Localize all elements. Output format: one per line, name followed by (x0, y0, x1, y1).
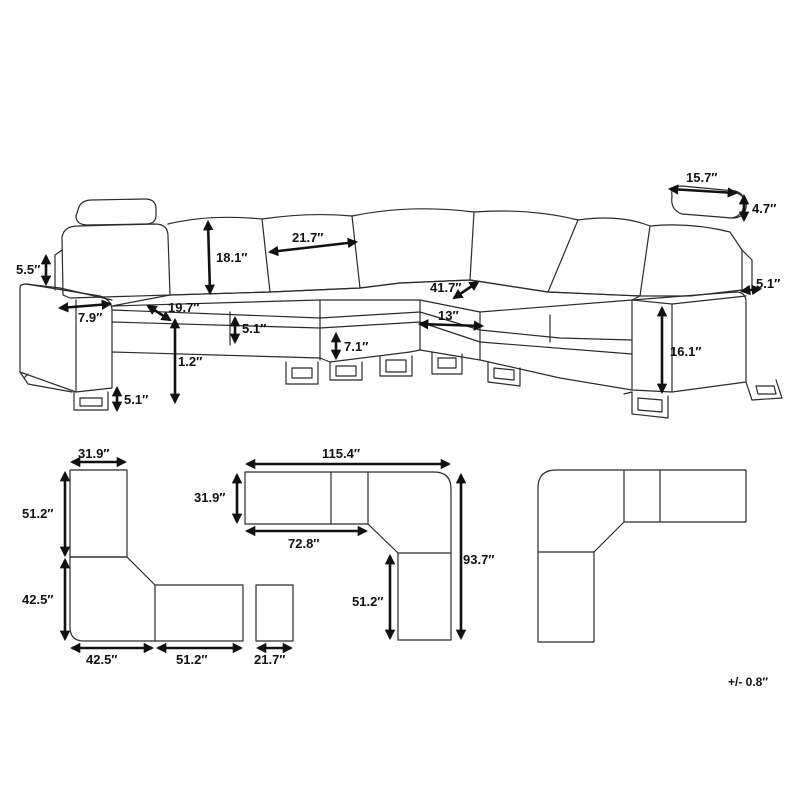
sofa-base (111, 349, 633, 391)
leg-4 (379, 355, 413, 377)
label-inner-run: 72.8″ (288, 536, 320, 551)
label-armrest-width: 7.9″ (78, 310, 102, 325)
plan-right-drawing (537, 469, 747, 643)
label-corner-bottom: 42.5″ (86, 652, 118, 667)
plan-left-ottoman (255, 584, 294, 642)
label-corner-front: 13″ (438, 308, 459, 323)
sofa-perspective-drawing (19, 185, 783, 419)
label-leg-height: 5.1″ (124, 392, 148, 407)
plan-middle-dimensions (231, 458, 467, 641)
right-armrest (631, 291, 747, 393)
plan-left-dimensions (59, 456, 294, 654)
label-middle-length: 51.2″ (176, 652, 208, 667)
label-side-clearance: 5.1″ (756, 276, 780, 291)
leg-8 (745, 379, 783, 401)
leg-7 (631, 391, 669, 419)
label-total-height: 93.7″ (463, 552, 495, 567)
back-cushion-corner (351, 208, 475, 289)
label-depth: 31.9″ (194, 490, 226, 505)
dim-side-clearance (739, 284, 763, 296)
label-ottoman-width: 21.7″ (254, 652, 286, 667)
leg-2 (285, 361, 319, 385)
dim-back-height (203, 219, 215, 296)
label-arm-height: 16.1″ (670, 344, 702, 359)
label-total-width: 115.4″ (322, 446, 360, 461)
perspective-labels: 15.7″ 4.7″ 5.1″ 16.1″ 18.1″ 21.7″ 41.7″ … (16, 170, 780, 407)
label-back-cushion-width: 21.7″ (292, 230, 324, 245)
label-arm-length: 51.2″ (22, 506, 54, 521)
dim-corner-front (417, 319, 485, 331)
plan-left-arm (69, 469, 128, 558)
plan-left-middle (154, 584, 244, 642)
label-back-height: 18.1″ (216, 250, 248, 265)
label-corner-side: 42.5″ (22, 592, 54, 607)
leg-6 (487, 361, 521, 387)
left-headrest (75, 198, 157, 226)
left-armrest (19, 283, 113, 393)
perspective-dimensions (40, 184, 763, 413)
leg-5 (431, 351, 463, 375)
dim-armrest-width (57, 299, 113, 313)
back-cushion-3 (261, 213, 361, 293)
label-leg-gap: 1.2″ (178, 354, 202, 369)
dim-back-cushion-width (267, 237, 359, 257)
dim-seat-depth (146, 304, 172, 322)
plan-right-outline (537, 469, 747, 643)
plan-middle-labels: 115.4″ 31.9″ 72.8″ 93.7″ 51.2″ (194, 446, 495, 609)
label-front-skirt: 7.1″ (344, 339, 368, 354)
plan-left-drawing (69, 469, 294, 642)
tolerance-note: +/- 0.8″ (728, 675, 768, 689)
plan-left-corner (69, 556, 156, 642)
dim-headrest-width (667, 184, 739, 198)
label-headrest-height: 4.7″ (752, 201, 776, 216)
label-seat-depth: 19.7″ (168, 300, 200, 315)
label-armrest-top: 5.5″ (16, 262, 40, 277)
dim-corner-depth (452, 280, 480, 300)
back-cushion-7 (639, 224, 743, 297)
back-cushion-6 (547, 217, 651, 297)
back-cushion-1 (61, 223, 171, 299)
label-seat-cushion: 5.1″ (242, 321, 266, 336)
label-leg-run: 51.2″ (352, 594, 384, 609)
plan-middle-outline (244, 471, 452, 641)
back-cushion-5 (469, 210, 579, 293)
plan-left-labels: 31.9″ 51.2″ 42.5″ 42.5″ 51.2″ 21.7″ (22, 446, 286, 667)
leg-left (19, 371, 109, 411)
leg-3 (329, 361, 363, 381)
label-corner-depth: 41.7″ (430, 280, 462, 295)
plan-middle-drawing (244, 471, 452, 641)
label-headrest-width: 15.7″ (686, 170, 718, 185)
label-arm-width: 31.9″ (78, 446, 110, 461)
